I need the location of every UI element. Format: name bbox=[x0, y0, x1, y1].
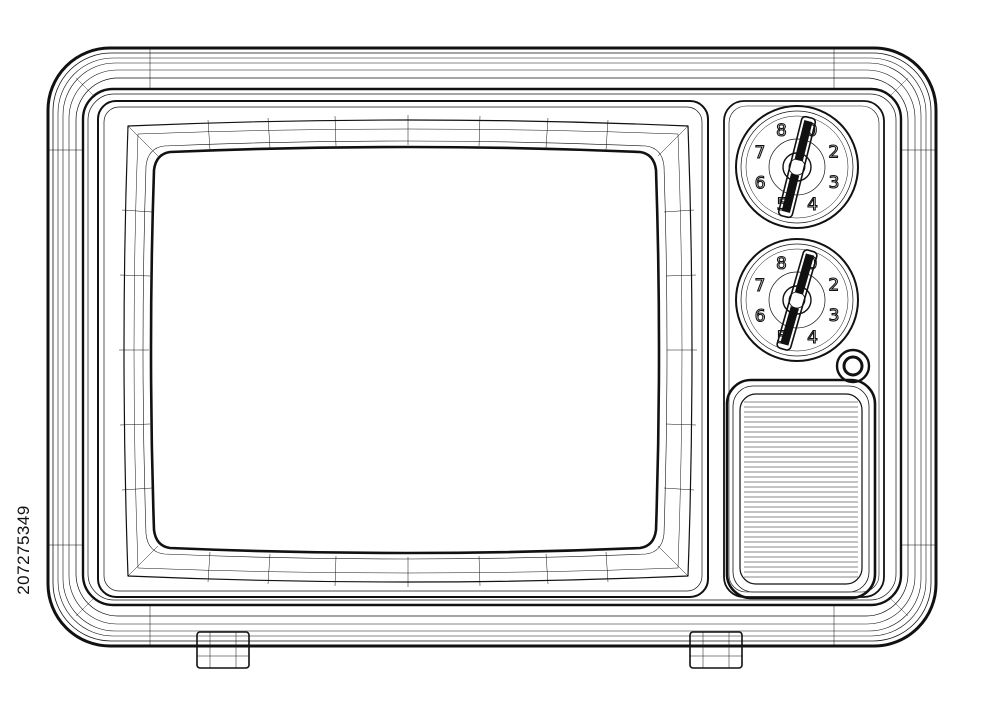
dial-number: 4 bbox=[807, 328, 818, 348]
screen-bezel bbox=[97, 100, 709, 598]
tv-body bbox=[46, 46, 938, 648]
channel-dial-icon bbox=[735, 238, 859, 362]
dial-number: 6 bbox=[755, 307, 766, 327]
dial-number: 4 bbox=[807, 195, 818, 215]
dial-number: 7 bbox=[754, 276, 765, 296]
dial-number: 3 bbox=[829, 306, 840, 326]
tv-foot-left bbox=[196, 631, 250, 669]
watermark-id-text: 207275349 bbox=[14, 505, 33, 595]
dial-number: 5 bbox=[777, 328, 788, 348]
dial-number: 8 bbox=[776, 121, 787, 141]
dial-number: 8 bbox=[776, 254, 787, 274]
dial-number: 2 bbox=[828, 142, 839, 162]
watermark-id: 207275349 bbox=[8, 470, 40, 630]
dial-number: 3 bbox=[829, 173, 840, 193]
dial-number: 0 bbox=[807, 254, 818, 274]
control-panel bbox=[723, 100, 885, 598]
power-knob-icon[interactable] bbox=[835, 348, 871, 384]
dial-number: 7 bbox=[754, 143, 765, 163]
tv-foot-right bbox=[689, 631, 743, 669]
tv-screen bbox=[142, 140, 668, 560]
dial-number: 0 bbox=[807, 121, 818, 141]
dial-number: 2 bbox=[828, 275, 839, 295]
channel-dial-icon bbox=[735, 105, 859, 229]
dial-number: 6 bbox=[755, 174, 766, 194]
speaker-grille bbox=[725, 378, 877, 600]
dial-number: 5 bbox=[777, 195, 788, 215]
